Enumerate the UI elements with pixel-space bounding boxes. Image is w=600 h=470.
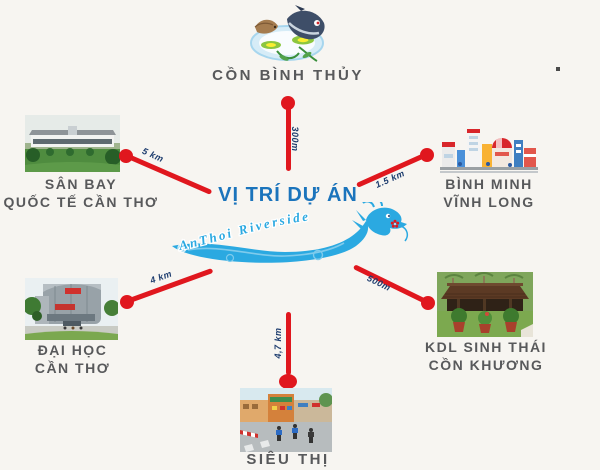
- landmark-label-line2: QUỐC TẾ CẦN THƠ: [3, 194, 159, 210]
- landmark-label-con-binh-thuy: CỒN BÌNH THỦY: [188, 67, 388, 85]
- endpoint-dot-top: [281, 96, 295, 110]
- page-title: VỊ TRÍ DỰ ÁN: [188, 184, 388, 207]
- university-photo: [25, 278, 118, 340]
- distance-text: 300m: [290, 126, 300, 152]
- landmark-label-binh-minh: BÌNH MINH VĨNH LONG: [410, 175, 568, 211]
- landmark-label-line1: BÌNH MINH: [445, 176, 533, 192]
- landmark-label-line1: KDL SINH THÁI: [425, 339, 547, 355]
- landmark-label-line1: SÂN BAY: [44, 176, 118, 192]
- distance-text: 4,7 km: [273, 327, 283, 359]
- eco-garden-photo: [437, 272, 533, 337]
- airport-photo: [25, 115, 120, 172]
- landmark-label-text: SIÊU THỊ: [246, 451, 330, 468]
- endpoint-dot-bottom: [279, 374, 297, 389]
- distance-label-top: 300m: [290, 124, 300, 154]
- landmark-label-dai-hoc: ĐẠI HỌC CẦN THƠ: [0, 341, 145, 377]
- landmark-label-kdl: KDL SINH THÁI CỒN KHƯƠNG: [407, 338, 565, 374]
- flower-location-marker: [390, 219, 400, 228]
- landmark-label-line2: CỒN KHƯƠNG: [428, 357, 544, 373]
- landmark-label-text: CỒN BÌNH THỦY: [212, 67, 364, 84]
- connector-line-bottom: [286, 312, 291, 375]
- landmark-label-line1: ĐẠI HỌC: [37, 342, 108, 358]
- svg-text:AnThoi Riverside: AnThoi Riverside: [176, 208, 311, 253]
- dragon-wave-logo: AnThoi Riverside: [172, 202, 409, 263]
- distance-label-bottom: 4,7 km: [273, 326, 283, 360]
- market-street-photo: [240, 388, 332, 452]
- landmark-label-line2: CẦN THƠ: [34, 360, 111, 376]
- town-skyline-illustration: [440, 129, 538, 173]
- project-name-text: AnThoi Riverside: [175, 207, 310, 254]
- landmark-label-airport: SÂN BAY QUỐC TẾ CẦN THƠ: [0, 175, 162, 211]
- stray-mark: [556, 67, 560, 71]
- page-title-text: VỊ TRÍ DỰ ÁN: [218, 184, 358, 206]
- landmark-label-sieu-thi: SIÊU THỊ: [208, 451, 368, 469]
- landmark-label-line2: VĨNH LONG: [443, 194, 535, 210]
- fish-dish-illustration: [250, 5, 325, 62]
- connector-line-top: [286, 107, 291, 171]
